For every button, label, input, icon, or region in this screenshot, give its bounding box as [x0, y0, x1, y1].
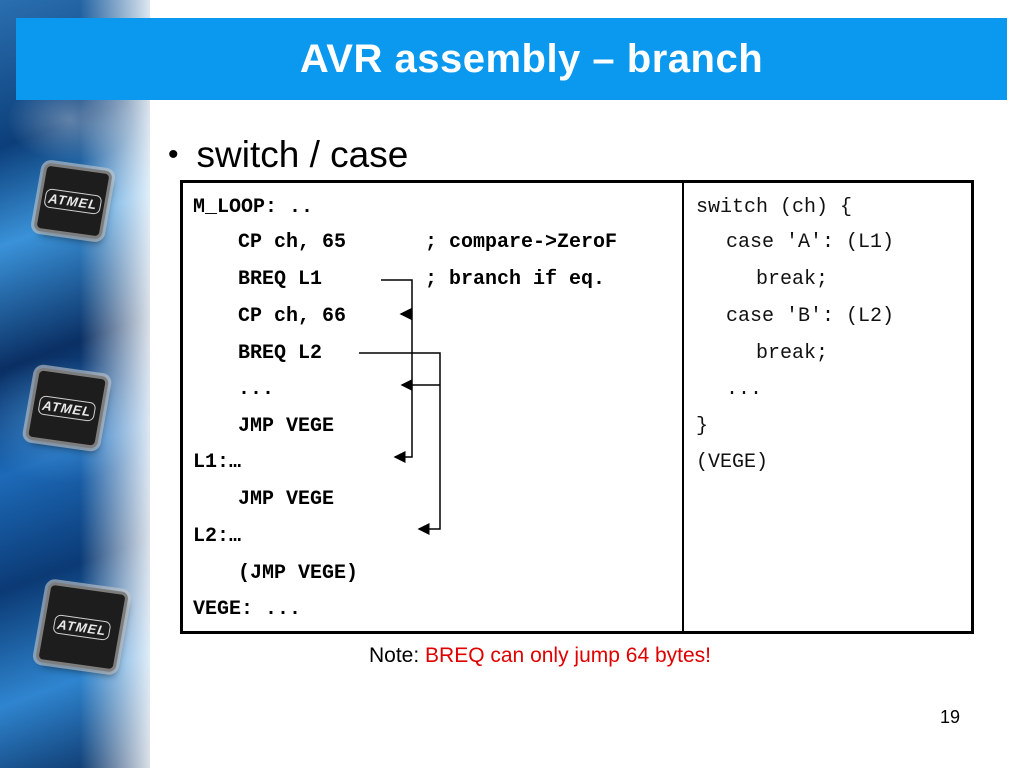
c-line: switch (ch) { — [696, 196, 853, 219]
c-line: } — [696, 415, 709, 438]
chip-logo: ATMEL — [42, 187, 104, 215]
c-line: break; — [756, 342, 829, 365]
chip-image: ATMEL — [28, 370, 106, 446]
page-number: 19 — [940, 707, 961, 727]
note-label: Note: — [369, 644, 426, 667]
asm-comment: ; branch if eq. — [425, 268, 606, 291]
code-comparison-table: M_LOOP: .. CP ch, 65 ; compare->ZeroF BR… — [180, 180, 974, 634]
chip-logo: ATMEL — [51, 613, 113, 641]
chip-image: ATMEL — [36, 165, 110, 237]
c-code-column: switch (ch) { case 'A': (L1) break; case… — [684, 183, 971, 631]
asm-line: CP ch, 66 — [238, 305, 347, 328]
title-bar: AVR assembly – branch — [16, 18, 1007, 100]
assembly-column: M_LOOP: .. CP ch, 65 ; compare->ZeroF BR… — [183, 183, 684, 631]
asm-line: (JMP VEGE) — [238, 562, 359, 585]
bullet-dot: • — [168, 138, 179, 171]
asm-line: BREQ L2 — [238, 342, 323, 365]
asm-label-line: L1:… — [193, 451, 242, 474]
asm-line: JMP VEGE — [238, 488, 335, 511]
bullet-item: • switch / case — [168, 134, 408, 176]
c-line: ... — [726, 378, 763, 401]
asm-line: M_LOOP: .. — [193, 196, 314, 219]
c-line: break; — [756, 268, 829, 291]
asm-label-line: L2:… — [193, 525, 242, 548]
decorative-side-strip: ATMEL ATMEL ATMEL — [0, 0, 210, 768]
asm-line: BREQ L1 — [238, 268, 323, 291]
chip-image: ATMEL — [38, 584, 126, 670]
asm-label-line: VEGE: ... — [193, 598, 302, 621]
note: Note: BREQ can only jump 64 bytes! — [369, 644, 711, 668]
note-text: BREQ can only jump 64 bytes! — [425, 644, 712, 667]
c-line: case 'A': (L1) — [726, 231, 895, 254]
asm-comment: ; compare->ZeroF — [425, 231, 618, 254]
bullet-text: switch / case — [196, 134, 409, 175]
asm-line: JMP VEGE — [238, 415, 335, 438]
c-line: case 'B': (L2) — [726, 305, 895, 328]
c-line: (VEGE) — [696, 451, 769, 474]
asm-line: ... — [238, 378, 275, 401]
slide-title: AVR assembly – branch — [299, 36, 764, 81]
branch-arrow-l2 — [359, 352, 441, 535]
branch-arrows — [359, 279, 441, 535]
asm-line: CP ch, 65 — [238, 231, 347, 254]
branch-arrow-l1 — [381, 279, 413, 463]
chip-logo: ATMEL — [36, 394, 98, 422]
